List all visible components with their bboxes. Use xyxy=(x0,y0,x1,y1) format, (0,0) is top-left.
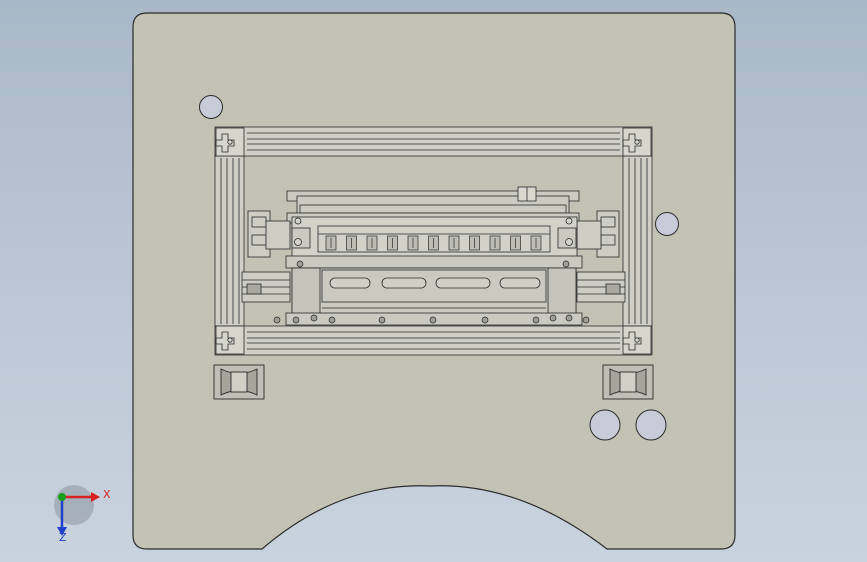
screw-head xyxy=(565,314,573,322)
screw-head xyxy=(562,260,570,268)
side-clamp-left[interactable] xyxy=(241,210,291,303)
triad-x-arrowhead xyxy=(91,492,100,502)
mount-hole-bottom-1[interactable] xyxy=(589,409,621,441)
screw-row xyxy=(273,260,590,324)
triad-x-label: X xyxy=(103,488,111,501)
screw-head xyxy=(481,316,489,324)
screw-head xyxy=(292,316,300,324)
screw-head xyxy=(310,314,318,322)
foot-block-right[interactable] xyxy=(602,364,654,400)
screw-head xyxy=(296,260,304,268)
screw-head xyxy=(532,316,540,324)
side-clamp-right[interactable] xyxy=(576,210,626,303)
triad-z-arrowhead xyxy=(57,527,67,536)
corner-brackets xyxy=(215,127,652,355)
screw-head xyxy=(328,316,336,324)
triad-origin-shadow xyxy=(54,485,94,525)
coordinate-triad[interactable]: X Z xyxy=(54,485,111,544)
screw-head xyxy=(378,316,386,324)
mount-hole-top-left[interactable] xyxy=(199,95,223,119)
mount-hole-bottom-2[interactable] xyxy=(635,409,667,441)
triad-z-label: Z xyxy=(59,531,67,544)
screw-head xyxy=(582,316,590,324)
screw-head xyxy=(549,314,557,322)
screw-head xyxy=(429,316,437,324)
screw-head xyxy=(273,316,281,324)
gripper-fingers xyxy=(325,235,542,251)
mount-hole-right[interactable] xyxy=(655,212,679,236)
profile-frame[interactable] xyxy=(214,126,653,356)
foot-block-left[interactable] xyxy=(213,364,265,400)
lower-plate-assembly[interactable] xyxy=(285,255,583,326)
triad-y-axis xyxy=(58,493,66,501)
